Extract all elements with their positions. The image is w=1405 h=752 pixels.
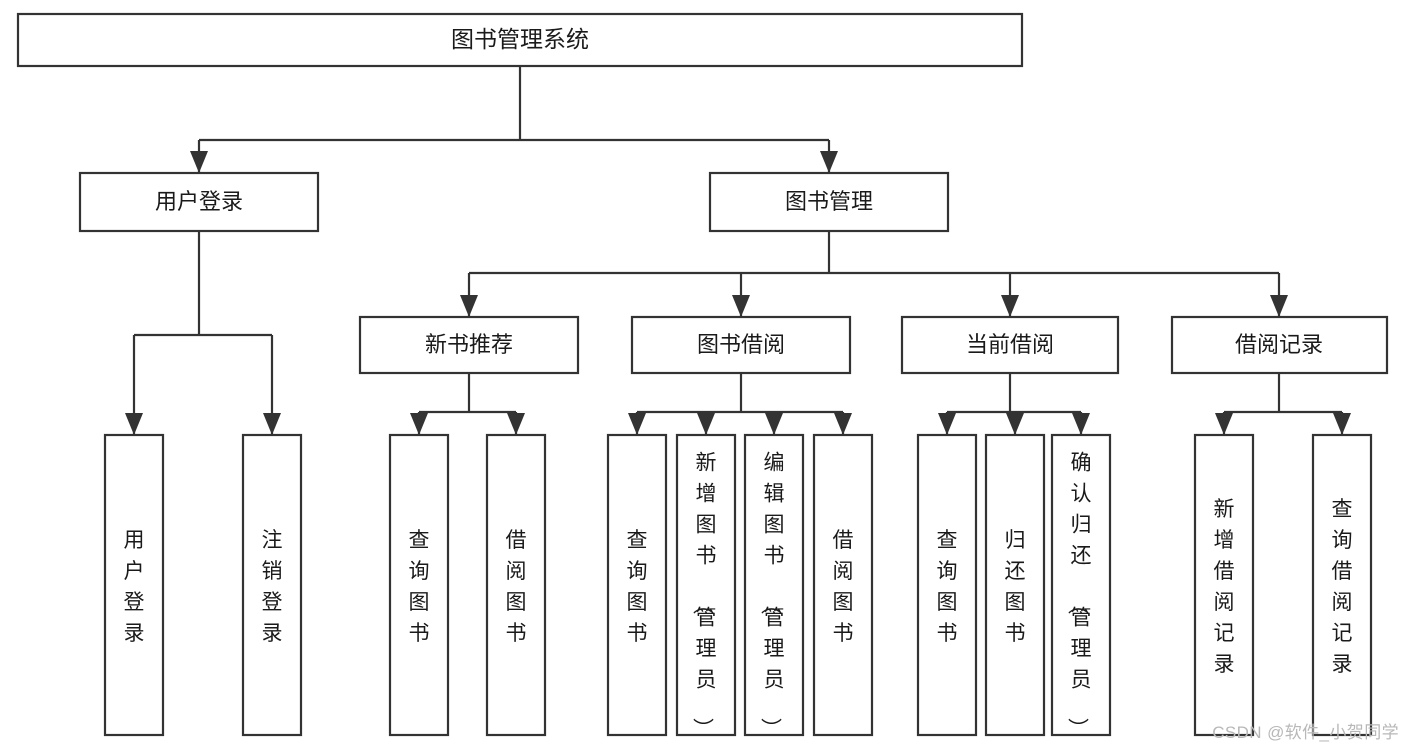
leaf-book-borrow-0[interactable]: 查询图书 (606, 433, 668, 737)
node-root-system[interactable]: 图书管理系统 (16, 12, 1024, 68)
leaf-borrow-record-1[interactable]: 查询借阅记录 (1311, 433, 1373, 737)
leaf-book-borrow-1-box (675, 433, 737, 737)
leaf-book-borrow-3[interactable]: 借阅图书 (812, 433, 874, 737)
leaf-book-borrow-1-label: 新增图书（管理员） (691, 452, 717, 739)
leaf-current-borrow-0-box (916, 433, 978, 737)
leaf-current-borrow-1-label: 归还图书 (1005, 529, 1026, 645)
leaf-current-borrow-1-box (984, 433, 1046, 737)
node-book-manage-label: 图书管理 (785, 189, 873, 214)
leaf-borrow-record-0-box (1193, 433, 1255, 737)
leaf-user-login-0-box (103, 433, 165, 737)
leaf-book-borrow-1[interactable]: 新增图书（管理员） (675, 433, 737, 739)
node-current-borrow[interactable]: 当前借阅 (900, 315, 1120, 375)
node-user-login-box (78, 171, 320, 233)
leaf-user-login-0-label: 用户登录 (124, 529, 145, 645)
leaf-book-borrow-0-label: 查询图书 (627, 529, 648, 645)
node-borrow-record-label: 借阅记录 (1235, 332, 1323, 357)
leaf-borrow-record-0-label: 新增借阅记录 (1214, 498, 1235, 676)
node-new-book-recommend-label: 新书推荐 (425, 332, 513, 357)
node-root-system-box (16, 12, 1024, 68)
leaf-book-borrow-0-box (606, 433, 668, 737)
node-root-system-label: 图书管理系统 (451, 26, 589, 52)
leaf-book-borrow-3-label: 借阅图书 (833, 529, 854, 645)
leaf-current-borrow-0[interactable]: 查询图书 (916, 433, 978, 737)
node-boxes-layer: 图书管理系统用户登录图书管理新书推荐图书借阅当前借阅借阅记录用户登录注销登录查询… (16, 12, 1389, 739)
node-current-borrow-box (900, 315, 1120, 375)
leaf-new-book-recommend-0-label: 查询图书 (409, 529, 430, 645)
leaf-new-book-recommend-0[interactable]: 查询图书 (388, 433, 450, 737)
leaf-borrow-record-1-label: 查询借阅记录 (1332, 498, 1353, 676)
node-current-borrow-label: 当前借阅 (966, 332, 1054, 357)
leaf-current-borrow-2-box (1050, 433, 1112, 737)
node-borrow-record-box (1170, 315, 1389, 375)
leaf-user-login-0[interactable]: 用户登录 (103, 433, 165, 737)
node-user-login-label: 用户登录 (155, 189, 243, 214)
node-book-manage[interactable]: 图书管理 (708, 171, 950, 233)
leaf-book-borrow-3-box (812, 433, 874, 737)
leaf-user-login-1-label: 注销登录 (262, 529, 283, 645)
leaf-new-book-recommend-1-label: 借阅图书 (506, 529, 527, 645)
node-book-borrow-label: 图书借阅 (697, 332, 785, 357)
leaf-user-login-1-box (241, 433, 303, 737)
node-book-borrow-box (630, 315, 852, 375)
connector-edges-layer (125, 66, 1351, 435)
leaf-current-borrow-2-label: 确认归还（管理员） (1066, 452, 1092, 739)
leaf-current-borrow-1[interactable]: 归还图书 (984, 433, 1046, 737)
leaf-borrow-record-1-box (1311, 433, 1373, 737)
node-book-borrow[interactable]: 图书借阅 (630, 315, 852, 375)
leaf-current-borrow-0-label: 查询图书 (937, 529, 958, 645)
node-borrow-record[interactable]: 借阅记录 (1170, 315, 1389, 375)
leaf-book-borrow-2-box (743, 433, 805, 737)
csdn-watermark: CSDN @软件_小贺同学 (1212, 723, 1399, 742)
leaf-book-borrow-2-label: 编辑图书（管理员） (759, 452, 785, 739)
node-user-login[interactable]: 用户登录 (78, 171, 320, 233)
node-book-manage-box (708, 171, 950, 233)
leaf-user-login-1[interactable]: 注销登录 (241, 433, 303, 737)
leaf-new-book-recommend-0-box (388, 433, 450, 737)
leaf-new-book-recommend-1[interactable]: 借阅图书 (485, 433, 547, 737)
node-new-book-recommend[interactable]: 新书推荐 (358, 315, 580, 375)
leaf-current-borrow-2[interactable]: 确认归还（管理员） (1050, 433, 1112, 739)
leaf-book-borrow-2[interactable]: 编辑图书（管理员） (743, 433, 805, 739)
leaf-borrow-record-0[interactable]: 新增借阅记录 (1193, 433, 1255, 737)
node-new-book-recommend-box (358, 315, 580, 375)
leaf-new-book-recommend-1-box (485, 433, 547, 737)
